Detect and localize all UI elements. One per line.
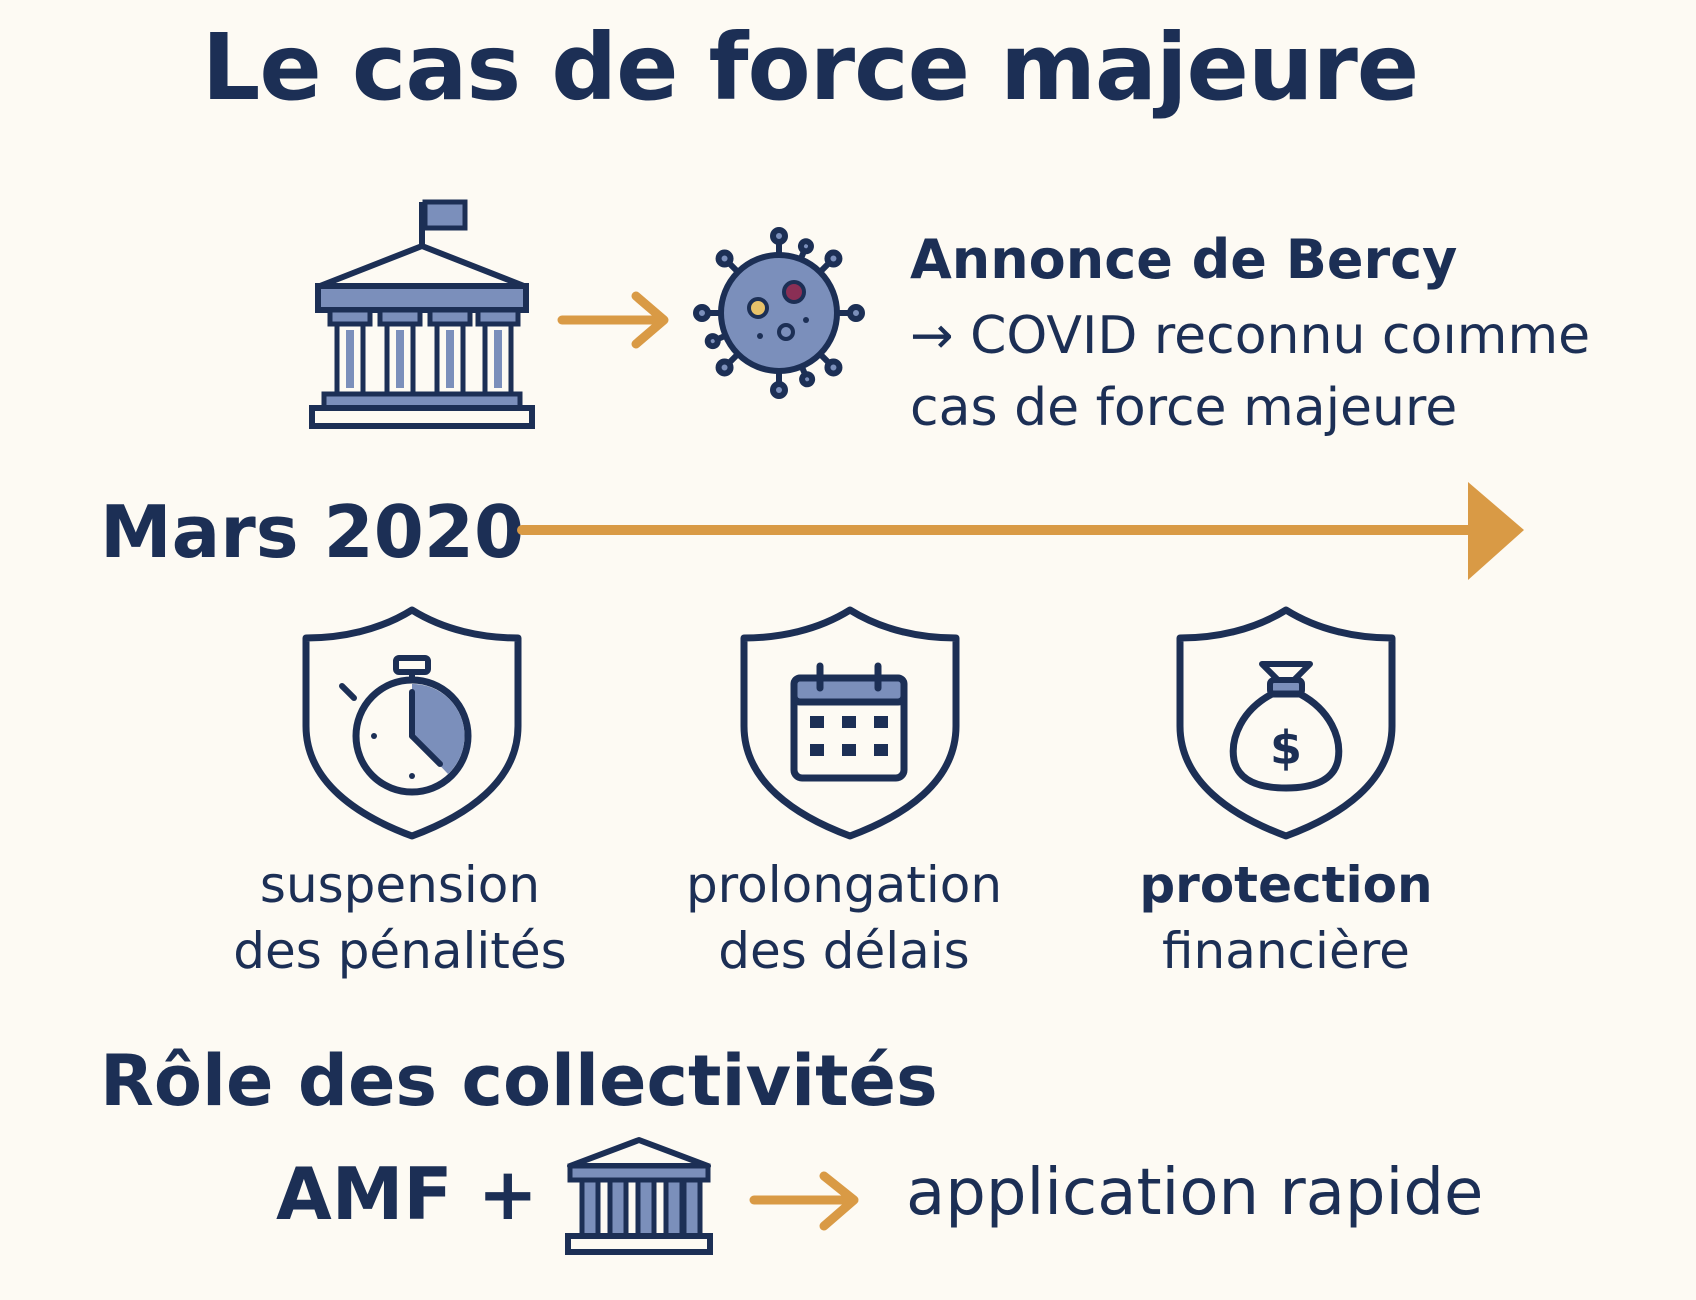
government-building-icon bbox=[309, 199, 535, 429]
measure-caption-1: suspension des pénalités bbox=[233, 856, 567, 980]
role-result: application rapide bbox=[906, 1156, 1484, 1230]
role-lhs: AMF + bbox=[276, 1152, 538, 1236]
virus-icon bbox=[693, 227, 865, 399]
timeline-date: Mars 2020 bbox=[100, 490, 525, 574]
money-bag-shield-icon: $ bbox=[1176, 606, 1396, 840]
announcement-line-2: cas de force majeure bbox=[910, 378, 1458, 438]
building-icon bbox=[565, 1137, 713, 1255]
announcement-line-1: → COVID reconnu coımme bbox=[910, 306, 1591, 366]
page-title: Le cas de force majeure bbox=[201, 14, 1419, 121]
announcement-title: Annonce de Bercy bbox=[910, 228, 1458, 291]
measure-caption-3: protection financière bbox=[1139, 856, 1433, 980]
svg-text:$: $ bbox=[1270, 721, 1302, 775]
calendar-shield-icon bbox=[740, 606, 960, 840]
section-heading: Rôle des collectivités bbox=[100, 1040, 938, 1122]
arrow-right-icon bbox=[557, 291, 669, 349]
stopwatch-shield-icon bbox=[302, 606, 522, 840]
timeline-arrow bbox=[517, 482, 1524, 580]
measure-caption-2: prolongation des délais bbox=[685, 856, 1003, 980]
arrow-right-icon-2 bbox=[749, 1171, 859, 1231]
